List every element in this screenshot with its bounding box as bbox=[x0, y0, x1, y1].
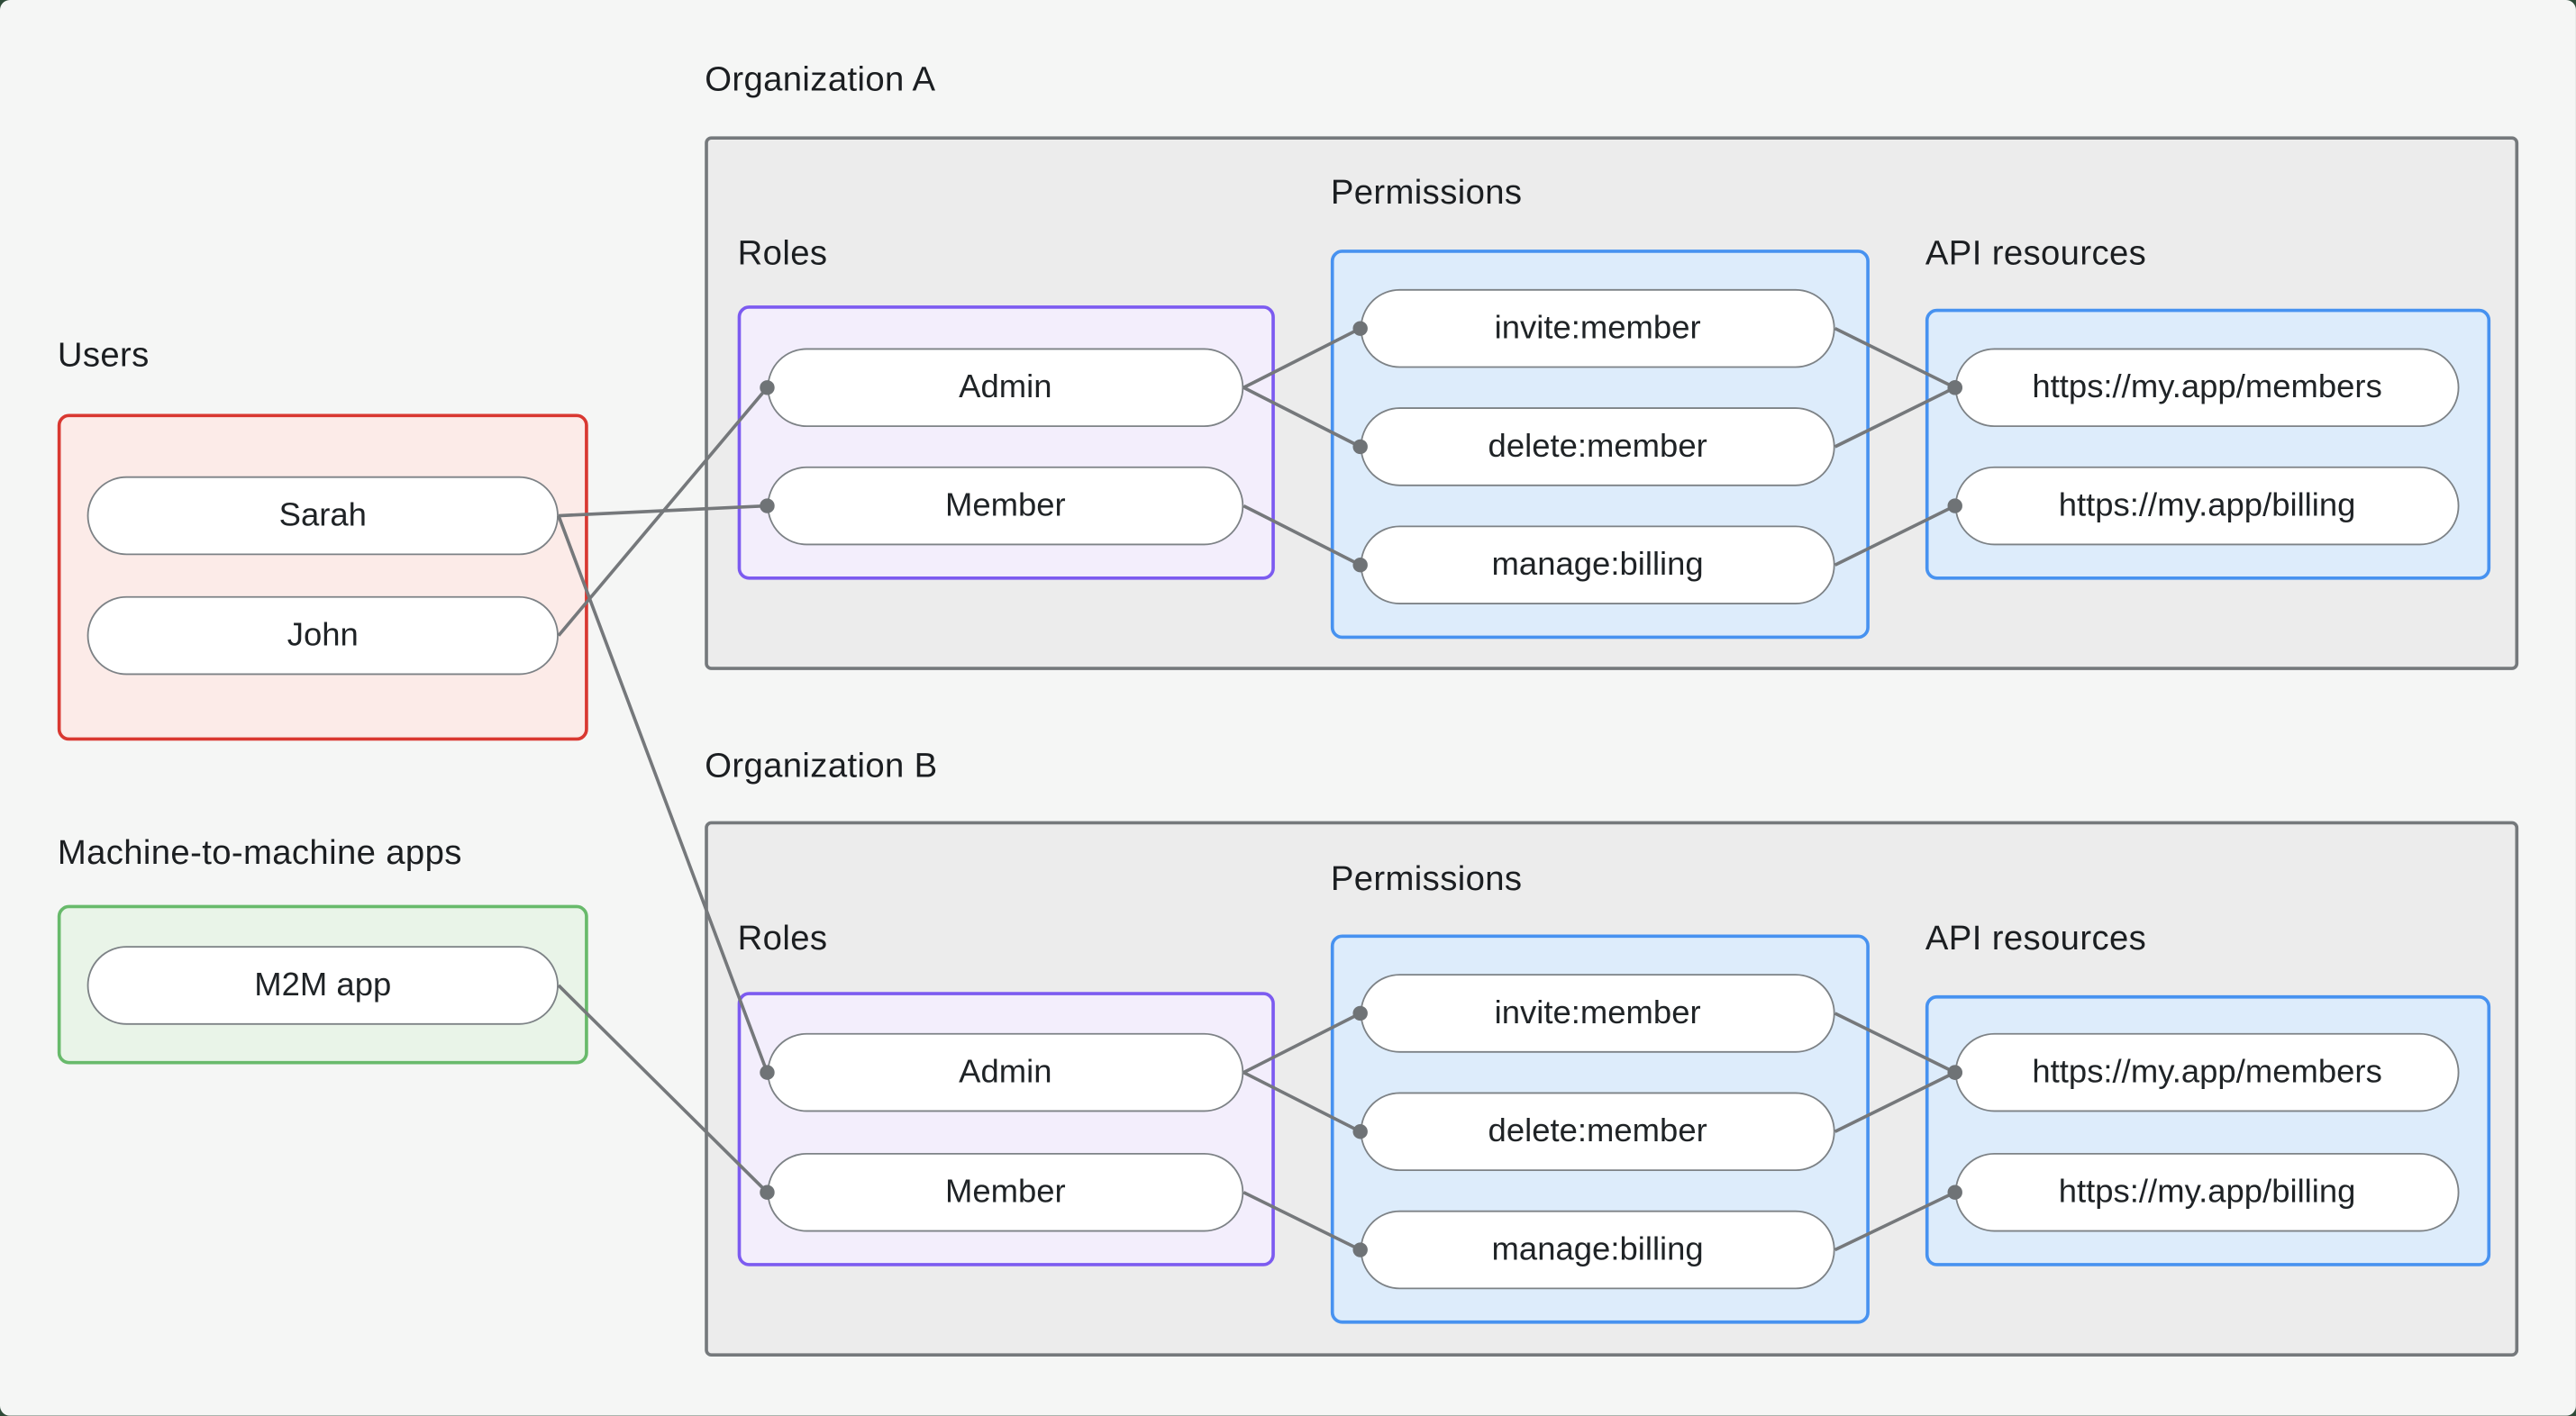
users-group-title: Users bbox=[57, 336, 150, 375]
node-org-a-role-member: Member bbox=[767, 466, 1244, 546]
node-org-b-permission-invite-member: invite:member bbox=[1360, 974, 1835, 1053]
org-a-roles-title: Roles bbox=[737, 234, 828, 273]
node-user-john: John bbox=[86, 595, 559, 676]
org-b-permissions-title: Permissions bbox=[1330, 860, 1523, 899]
node-org-b-permission-delete-member: delete:member bbox=[1360, 1092, 1835, 1172]
org-a-title: Organization A bbox=[705, 60, 936, 99]
node-org-a-api-members: https://my.app/members bbox=[1954, 348, 2460, 428]
node-user-sarah: Sarah bbox=[86, 476, 559, 556]
node-org-b-role-member: Member bbox=[767, 1152, 1244, 1232]
node-org-b-api-members: https://my.app/members bbox=[1954, 1032, 2460, 1112]
org-a-api-resources-title: API resources bbox=[1925, 234, 2147, 273]
m2m-group-title: Machine-to-machine apps bbox=[57, 834, 462, 873]
org-b-roles-title: Roles bbox=[737, 920, 828, 958]
node-org-b-permission-manage-billing: manage:billing bbox=[1360, 1210, 1835, 1290]
node-org-a-api-billing: https://my.app/billing bbox=[1954, 466, 2460, 546]
node-org-a-role-admin: Admin bbox=[767, 348, 1244, 428]
node-org-b-role-admin: Admin bbox=[767, 1032, 1244, 1112]
node-org-a-permission-manage-billing: manage:billing bbox=[1360, 525, 1835, 604]
node-org-b-api-billing: https://my.app/billing bbox=[1954, 1152, 2460, 1232]
node-org-a-permission-delete-member: delete:member bbox=[1360, 407, 1835, 486]
org-b-title: Organization B bbox=[705, 747, 938, 785]
node-m2m-app: M2M app bbox=[86, 946, 559, 1025]
org-a-permissions-title: Permissions bbox=[1330, 174, 1523, 213]
node-org-a-permission-invite-member: invite:member bbox=[1360, 288, 1835, 368]
org-b-api-resources-title: API resources bbox=[1925, 920, 2147, 958]
users-group-box bbox=[57, 413, 588, 741]
